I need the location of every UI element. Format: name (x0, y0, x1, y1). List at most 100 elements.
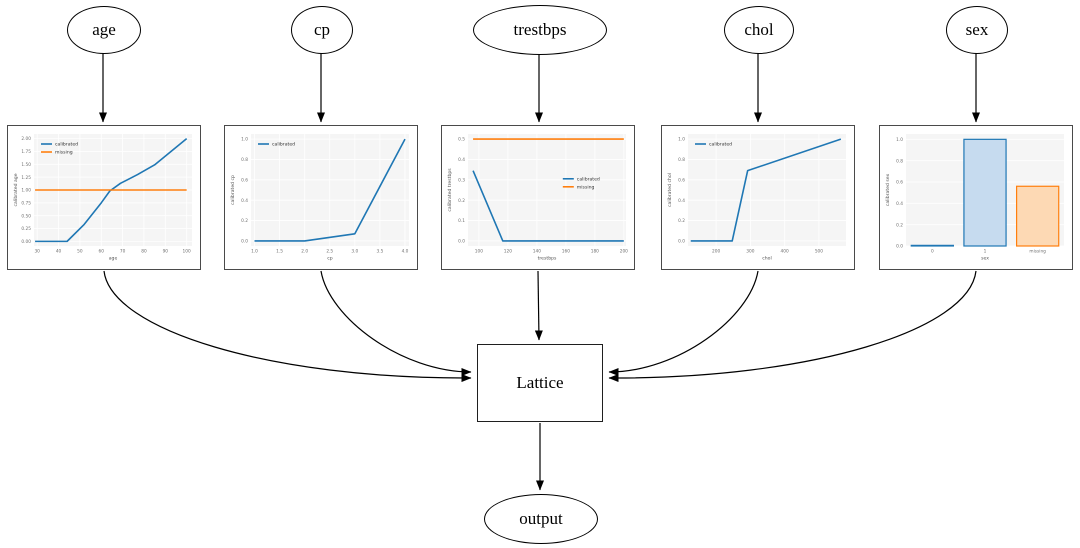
svg-text:0.2: 0.2 (678, 218, 685, 224)
svg-text:0.50: 0.50 (21, 213, 31, 219)
svg-text:chol: chol (762, 256, 772, 262)
svg-text:2.0: 2.0 (301, 249, 308, 255)
svg-text:0.6: 0.6 (896, 180, 903, 186)
lattice-node-label: Lattice (516, 373, 564, 392)
input-node-cp-label: cp (313, 20, 331, 39)
svg-text:2.00: 2.00 (21, 136, 31, 142)
lattice-node: Lattice (477, 344, 603, 422)
svg-text:180: 180 (591, 249, 599, 255)
svg-text:missing: missing (55, 150, 73, 156)
svg-text:0.75: 0.75 (21, 200, 31, 206)
svg-text:0.5: 0.5 (458, 137, 465, 143)
svg-text:120: 120 (504, 249, 512, 255)
svg-text:70: 70 (120, 249, 126, 255)
edge-age-to-lattice (103, 270, 472, 383)
input-node-age: age (67, 6, 141, 54)
svg-text:200: 200 (712, 249, 720, 255)
svg-text:calibrated trestbps: calibrated trestbps (447, 168, 453, 212)
svg-text:500: 500 (815, 249, 823, 255)
svg-text:0.4: 0.4 (458, 157, 465, 163)
calibration-plot-cp: 0.0 0.2 0.4 0.6 0.8 1.0 1.0 1.5 2.0 2.5 3.0 3.5 4.0 c… (224, 125, 418, 270)
svg-text:300: 300 (746, 249, 754, 255)
svg-text:1.75: 1.75 (21, 149, 31, 155)
calibration-chart-cp: 0.0 0.2 0.4 0.6 0.8 1.0 1.0 1.5 2.0 2.5 3.0 3.5 4.0 c… (230, 134, 409, 262)
svg-text:0.0: 0.0 (241, 239, 248, 245)
svg-text:calibrated: calibrated (55, 142, 78, 148)
svg-text:0.00: 0.00 (21, 239, 31, 245)
svg-text:0.8: 0.8 (678, 157, 685, 163)
svg-text:0.8: 0.8 (241, 157, 248, 163)
svg-text:3.5: 3.5 (376, 249, 383, 255)
svg-text:90: 90 (163, 249, 169, 255)
svg-text:missing: missing (577, 184, 595, 190)
svg-text:calibrated chol: calibrated chol (667, 173, 673, 207)
calibration-chart-age: 0.00 0.25 0.50 0.75 1.00 1.25 1.50 1.75 2.00 30 40… (13, 134, 192, 262)
svg-text:200: 200 (620, 249, 628, 255)
svg-text:age: age (109, 257, 118, 262)
svg-text:30: 30 (34, 249, 40, 255)
svg-text:calibrated cp: calibrated cp (230, 175, 236, 205)
input-node-trestbps-label: trestbps (513, 20, 567, 39)
svg-text:0.2: 0.2 (241, 218, 248, 224)
input-node-cp: cp (291, 6, 353, 54)
svg-text:1.0: 1.0 (241, 137, 248, 143)
svg-text:140: 140 (533, 249, 541, 255)
svg-text:1.0: 1.0 (251, 249, 258, 255)
edge-chol-to-lattice (608, 270, 759, 376)
svg-text:0.6: 0.6 (678, 177, 685, 183)
input-node-trestbps: trestbps (473, 5, 607, 55)
calibration-plot-age: 0.00 0.25 0.50 0.75 1.00 1.25 1.50 1.75 2.00 30 40… (7, 125, 201, 270)
svg-text:2.5: 2.5 (326, 249, 333, 255)
svg-text:calibrated age: calibrated age (13, 173, 19, 206)
svg-text:80: 80 (141, 249, 147, 255)
svg-text:1.0: 1.0 (678, 137, 685, 143)
svg-text:0.4: 0.4 (678, 198, 685, 204)
svg-text:40: 40 (56, 249, 62, 255)
input-node-chol: chol (724, 6, 794, 54)
svg-text:1: 1 (984, 249, 987, 255)
svg-text:4.0: 4.0 (402, 249, 409, 255)
svg-text:0: 0 (931, 249, 934, 255)
calibration-chart-chol: 0.0 0.2 0.4 0.6 0.8 1.0 200 300 400 500 chol calibr… (667, 134, 846, 262)
svg-text:1.25: 1.25 (21, 175, 31, 181)
svg-text:calibrated: calibrated (272, 142, 295, 148)
calibration-plot-chol: 0.0 0.2 0.4 0.6 0.8 1.0 200 300 400 500 chol calibr… (661, 125, 855, 270)
edge-cp-to-lattice (320, 270, 472, 376)
svg-text:50: 50 (77, 249, 83, 255)
svg-text:0.8: 0.8 (896, 158, 903, 164)
svg-text:0.4: 0.4 (896, 201, 903, 207)
output-node-label: output (519, 509, 563, 528)
svg-text:1.0: 1.0 (896, 137, 903, 143)
svg-text:100: 100 (183, 249, 191, 255)
svg-text:cp: cp (327, 257, 333, 262)
svg-text:trestbps: trestbps (538, 256, 557, 262)
svg-text:400: 400 (781, 249, 789, 255)
svg-text:3.0: 3.0 (351, 249, 358, 255)
svg-text:1.00: 1.00 (21, 188, 31, 194)
svg-text:0.0: 0.0 (678, 239, 685, 245)
svg-text:0.0: 0.0 (896, 244, 903, 250)
output-node: output (484, 494, 598, 544)
svg-text:0.4: 0.4 (241, 198, 248, 204)
svg-text:100: 100 (475, 249, 483, 255)
svg-text:0.3: 0.3 (458, 177, 465, 183)
edge-sex-to-lattice (608, 270, 977, 383)
svg-text:calibrated sex: calibrated sex (885, 174, 891, 207)
svg-text:0.2: 0.2 (896, 222, 903, 228)
input-node-sex: sex (946, 6, 1008, 54)
svg-text:0.6: 0.6 (241, 177, 248, 183)
svg-text:0.25: 0.25 (21, 226, 31, 232)
svg-text:1.5: 1.5 (276, 249, 283, 255)
input-node-chol-label: chol (744, 20, 774, 39)
edge-trestbps-to-lattice (534, 270, 543, 341)
svg-text:160: 160 (562, 249, 570, 255)
svg-text:0.2: 0.2 (458, 198, 465, 204)
svg-text:1.50: 1.50 (21, 162, 31, 168)
svg-text:missing: missing (1029, 249, 1046, 255)
